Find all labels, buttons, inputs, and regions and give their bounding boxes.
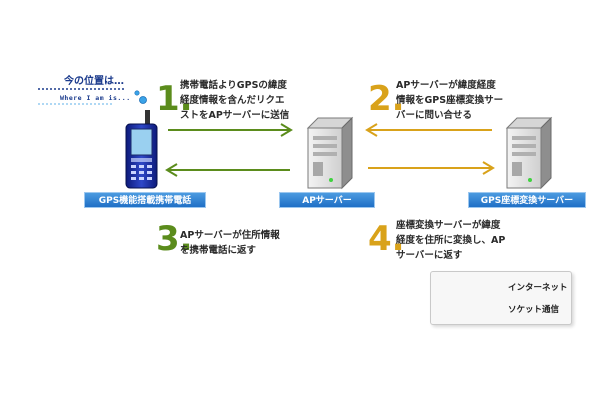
arrow-ap-to-phone [165, 163, 290, 177]
step-2-number: 2. [368, 79, 405, 119]
gps-server-icon [505, 116, 553, 190]
step-2-text: APサーバーが緯度経度 情報をGPS座標変換サー バーに問い合せる [396, 78, 503, 123]
step-4-number: 4. [368, 219, 405, 259]
ap-server-icon [306, 116, 354, 190]
step-1-text: 携帯電話よりGPSの緯度 経度情報を含んだリクエ ストをAPサーバーに送信 [180, 78, 289, 123]
step-3-number: 3. [156, 219, 193, 259]
step-3-line-2: を携帯電話に返す [180, 245, 257, 256]
step-3-line-1: APサーバーが住所情報 [180, 230, 280, 241]
gps-server-label: GPS座標変換サーバー [468, 192, 586, 208]
arrow-gps-to-ap [365, 123, 492, 137]
step-1-line-1: 携帯電話よりGPSの緯度 [180, 80, 287, 91]
step-4-text: 座標変換サーバーが緯度 経度を住所に変換し、AP サーバーに返す [396, 218, 505, 263]
step-3-text: APサーバーが住所情報 を携帯電話に返す [180, 228, 280, 258]
bubble-leader [38, 88, 147, 105]
legend-socket-label: ソケット通信 [508, 305, 560, 315]
step-4-line-2: 経度を住所に変換し、AP [396, 235, 506, 246]
step-1-number: 1. [156, 79, 193, 119]
step-1-line-2: 経度情報を含んだリクエ [180, 95, 285, 106]
step-4-line-3: サーバーに返す [396, 250, 463, 261]
arrow-phone-to-ap [168, 123, 293, 137]
ap-server-label: APサーバー [279, 192, 375, 208]
mobile-phone-icon [125, 110, 158, 189]
step-1-line-3: ストをAPサーバーに送信 [180, 110, 290, 121]
phone-label: GPS機能搭載携帯電話 [84, 192, 206, 208]
step-2-line-2: 情報をGPS座標変換サー [396, 95, 504, 106]
step-2-line-3: バーに問い合せる [396, 110, 473, 121]
step-2-line-1: APサーバーが緯度経度 [396, 80, 496, 91]
arrow-ap-to-gps [368, 161, 495, 175]
bubble-subtitle: Where I am is... [60, 94, 131, 102]
legend-box [430, 271, 572, 325]
bubble-title: 今の位置は… [64, 76, 124, 87]
legend-internet-label: インターネット [508, 283, 568, 293]
step-4-line-1: 座標変換サーバーが緯度 [396, 220, 501, 231]
